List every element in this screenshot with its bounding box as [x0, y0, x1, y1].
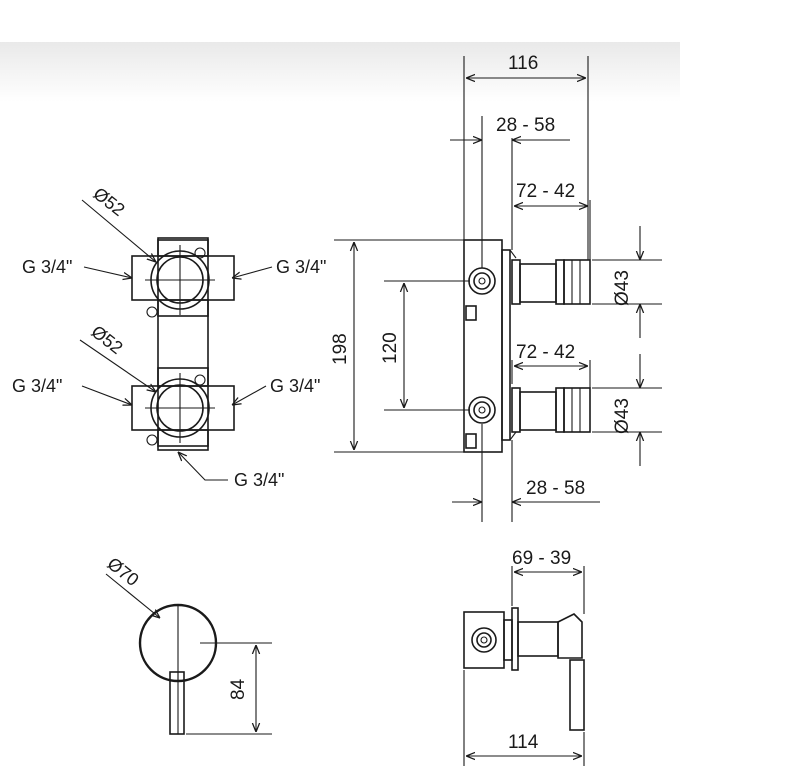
- dim-198-label: 198: [330, 333, 351, 365]
- side-view-dimensions: [334, 56, 662, 522]
- dia-43-upper-label: Ø43: [612, 270, 633, 306]
- dim-72-42-upper-label: 72 - 42: [516, 181, 575, 202]
- g34-upper-left-label: G 3/4": [22, 257, 72, 277]
- cover-front-view: [105, 573, 272, 735]
- front-view-leaders: [79, 199, 273, 481]
- g34-lower-left-label: G 3/4": [12, 376, 62, 396]
- g34-lower-right-label: G 3/4": [270, 376, 320, 396]
- g34-bottom-label: G 3/4": [234, 470, 284, 490]
- dia-52-upper-label: Ø52: [90, 183, 129, 220]
- dim-84-label: 84: [228, 678, 249, 700]
- dim-72-42-lower-label: 72 - 42: [516, 342, 575, 363]
- cover-side-view: [463, 566, 585, 766]
- dia-43-lower-label: Ø43: [612, 398, 633, 434]
- dim-114-label: 114: [508, 732, 539, 753]
- side-view-body: [463, 239, 591, 453]
- dim-120-label: 120: [380, 332, 401, 364]
- dim-116-label: 116: [508, 53, 538, 74]
- dia-70-label: Ø70: [104, 553, 143, 590]
- dia-52-lower-label: Ø52: [88, 321, 127, 358]
- g34-upper-right-label: G 3/4": [276, 257, 326, 277]
- dim-69-39-label: 69 - 39: [512, 548, 571, 569]
- header-banner: [0, 42, 680, 102]
- front-view-body: [131, 237, 235, 451]
- dim-28-58-bottom-label: 28 - 58: [526, 478, 585, 499]
- dim-28-58-top-label: 28 - 58: [496, 115, 555, 136]
